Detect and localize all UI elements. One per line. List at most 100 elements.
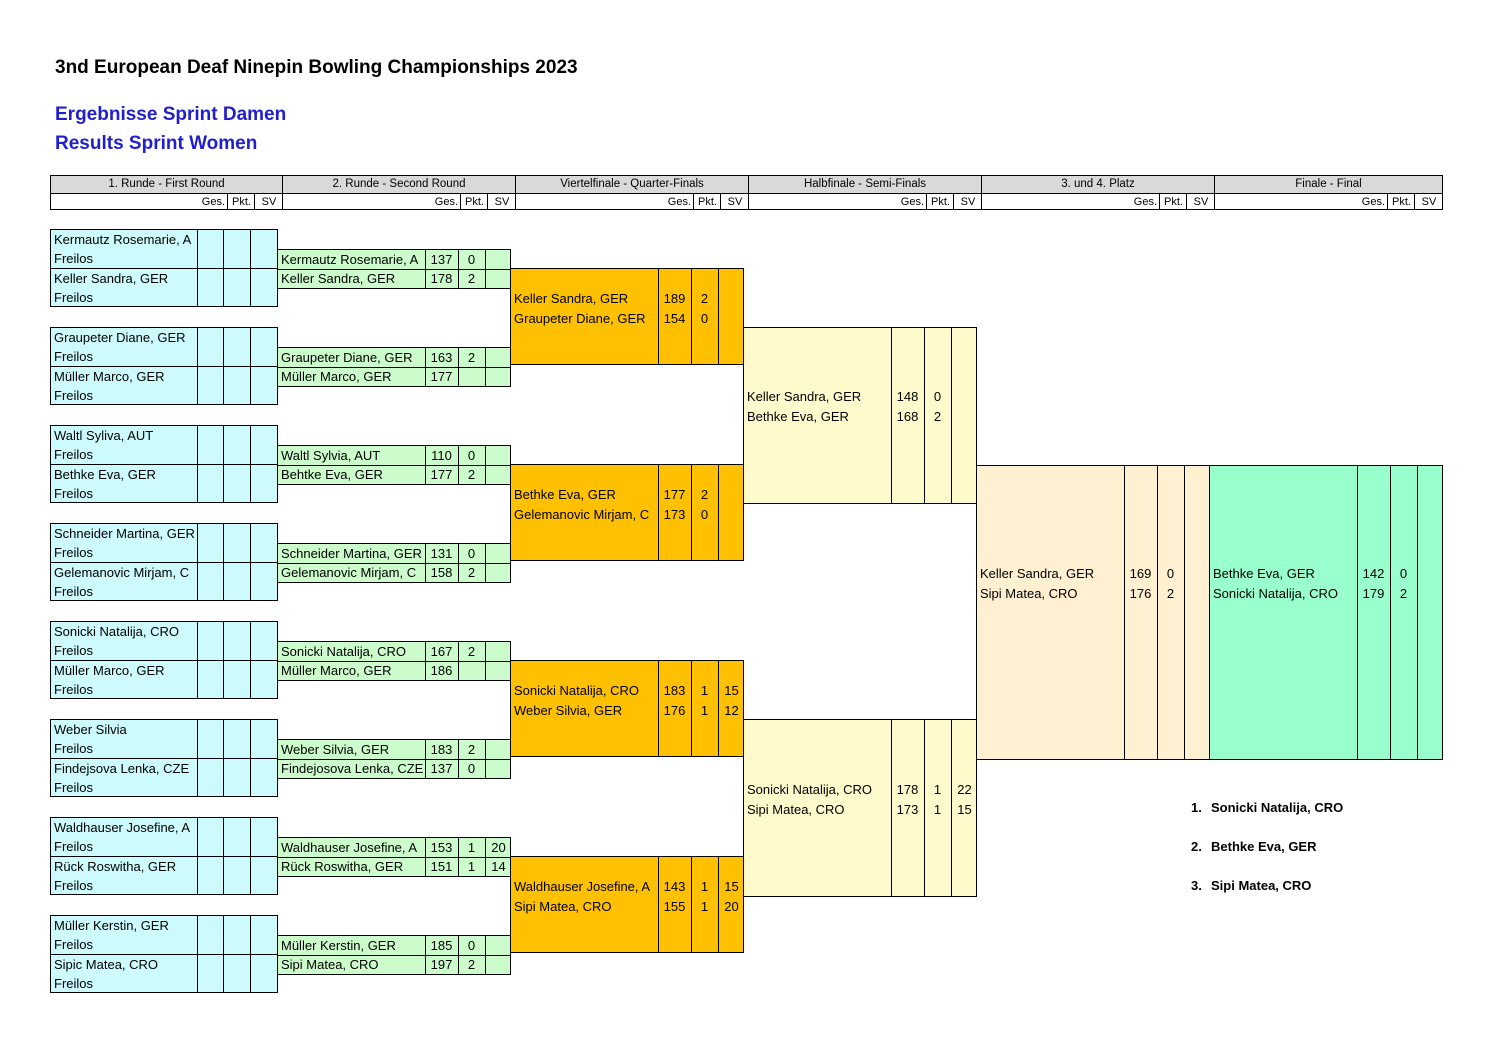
sudden-victory: 14 (491, 859, 506, 874)
pkt-header: Pkt. (1387, 194, 1415, 210)
column-divider (691, 269, 692, 364)
ranking-name: Bethke Eva, GER (1211, 839, 1317, 854)
column-divider (924, 720, 925, 896)
player-name: Waldhauser Josefine, A (54, 820, 191, 835)
total-score: 143 (663, 879, 686, 894)
points: 2 (700, 487, 709, 502)
round-header-label: 3. und 4. Platz (982, 176, 1214, 194)
sudden-victory: 22 (957, 782, 972, 797)
page-title: 3nd European Deaf Ninepin Bowling Champi… (55, 57, 578, 78)
points: 1 (700, 703, 709, 718)
points: 0 (700, 311, 709, 326)
player-name: Sonicki Natalija, CRO (54, 624, 179, 639)
points: 1 (467, 859, 476, 874)
points: 0 (467, 546, 476, 561)
player-name: Gelemanovic Mirjam, C (54, 565, 190, 580)
freilos-label: Freilos (54, 545, 94, 560)
ges-header: Ges. (1361, 196, 1385, 208)
freilos-label: Freilos (54, 878, 94, 893)
column-divider (658, 465, 659, 560)
player-name: Behtke Eva, GER (281, 467, 383, 482)
pkt-header: Pkt. (926, 194, 954, 210)
total-score: 177 (430, 369, 453, 384)
round-header-label: 1. Runde - First Round (51, 176, 282, 194)
player-name: Sipi Matea, CRO (747, 802, 845, 817)
player-name: Findejsova Lenka, CZE (54, 761, 190, 776)
total-score: 155 (663, 899, 686, 914)
total-score: 154 (663, 311, 686, 326)
freilos-label: Freilos (54, 251, 94, 266)
freilos-label: Freilos (54, 290, 94, 305)
freilos-label: Freilos (54, 584, 94, 599)
ges-header: Ges. (1133, 196, 1157, 208)
row-divider (51, 660, 277, 661)
ranking-position: 3. (1191, 878, 1202, 893)
player-name: Sonicki Natalija, CRO (281, 644, 406, 659)
round-header-label: Finale - Final (1215, 176, 1442, 194)
total-score: 131 (430, 546, 453, 561)
points: 1 (700, 879, 709, 894)
player-name: Gelemanovic Mirjam, C (514, 507, 650, 522)
sv-header: SV (254, 194, 283, 210)
column-divider (718, 465, 719, 560)
player-name: Graupeter Diane, GER (54, 330, 186, 345)
row-divider (278, 857, 510, 858)
sv-header: SV (1186, 194, 1215, 210)
player-name: Graupeter Diane, GER (514, 311, 646, 326)
row-divider (278, 367, 510, 368)
player-name: Müller Kerstin, GER (281, 938, 396, 953)
player-name: Müller Kerstin, GER (54, 918, 169, 933)
player-name: Bethke Eva, GER (514, 487, 616, 502)
column-divider (691, 465, 692, 560)
player-name: Müller Marco, GER (54, 663, 165, 678)
sudden-victory: 12 (724, 703, 739, 718)
row-divider (51, 366, 277, 367)
column-divider (691, 857, 692, 952)
player-name: Keller Sandra, GER (281, 271, 396, 286)
sudden-victory: 15 (957, 802, 972, 817)
round-header-label: Halbfinale - Semi-Finals (749, 176, 981, 194)
ranking-row: 1.Sonicki Natalija, CRO (1191, 800, 1343, 815)
total-score: 167 (430, 644, 453, 659)
player-name: Weber Silvia, GER (514, 703, 623, 718)
column-divider (891, 328, 892, 503)
points: 2 (467, 350, 476, 365)
points: 0 (467, 938, 476, 953)
total-score: 148 (896, 389, 919, 404)
freilos-label: Freilos (54, 839, 94, 854)
total-score: 153 (430, 840, 453, 855)
ranking-row: 2.Bethke Eva, GER (1191, 839, 1317, 854)
player-name: Keller Sandra, GER (54, 271, 169, 286)
total-score: 151 (430, 859, 453, 874)
player-name: Gelemanovic Mirjam, C (281, 565, 417, 580)
round-header-label: Viertelfinale - Quarter-Finals (516, 176, 748, 194)
points: 0 (467, 448, 476, 463)
player-name: Waltl Syliva, AUT (54, 428, 154, 443)
points: 2 (467, 644, 476, 659)
column-divider (1124, 466, 1125, 759)
points: 1 (700, 683, 709, 698)
points: 2 (467, 467, 476, 482)
player-name: Waldhauser Josefine, A (514, 879, 651, 894)
freilos-label: Freilos (54, 682, 94, 697)
sudden-victory: 20 (724, 899, 739, 914)
row-divider (51, 856, 277, 857)
total-score: 178 (896, 782, 919, 797)
total-score: 173 (896, 802, 919, 817)
pkt-header: Pkt. (227, 194, 255, 210)
points: 0 (700, 507, 709, 522)
